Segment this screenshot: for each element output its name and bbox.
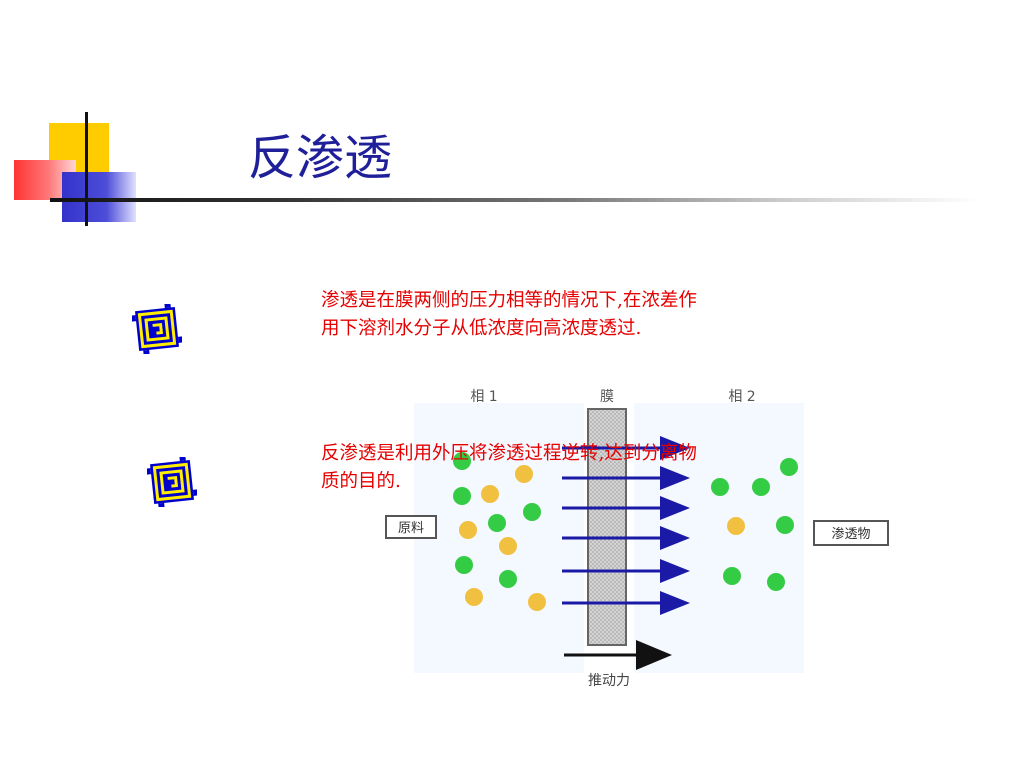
- phase1-molecules: [453, 452, 546, 611]
- permeate-box: [813, 520, 889, 546]
- driving-force-label: 推动力: [588, 673, 630, 689]
- bullet-text-line: 质的目的.: [321, 471, 401, 492]
- bullet-text-line: 反渗透是利用外压将渗透过程逆转,达到分离物: [321, 443, 697, 464]
- logo-blue-bar: [62, 172, 136, 222]
- title-underline: [50, 198, 980, 202]
- permeate-label: 渗透物: [831, 527, 870, 542]
- phase2-molecules: [711, 458, 798, 591]
- reverse-osmosis-diagram: 相 1 膜 相 2: [384, 383, 892, 691]
- phase2-label: 相 2: [728, 389, 755, 405]
- membrane-label: 膜: [600, 389, 614, 405]
- bullet-text-osmosis: 渗透是在膜两侧的压力相等的情况下,在浓差作 用下溶剂水分子从低浓度向高浓度透过.: [321, 287, 851, 343]
- square-spiral-icon: [131, 303, 183, 355]
- feed-box: [385, 515, 437, 539]
- bullet-text-reverse-osmosis: 反渗透是利用外压将渗透过程逆转,达到分离物 质的目的.: [321, 440, 851, 496]
- phase1-label: 相 1: [470, 389, 497, 405]
- feed-label: 原料: [398, 521, 424, 536]
- square-spiral-icon: [146, 456, 198, 508]
- bullet-text-line: 用下溶剂水分子从低浓度向高浓度透过.: [321, 318, 642, 339]
- slide-title: 反渗透: [248, 130, 393, 186]
- logo-vertical-line: [85, 112, 88, 226]
- phase1-region: [414, 403, 584, 673]
- flow-arrows: [562, 436, 690, 615]
- bullet-text-line: 渗透是在膜两侧的压力相等的情况下,在浓差作: [321, 290, 697, 311]
